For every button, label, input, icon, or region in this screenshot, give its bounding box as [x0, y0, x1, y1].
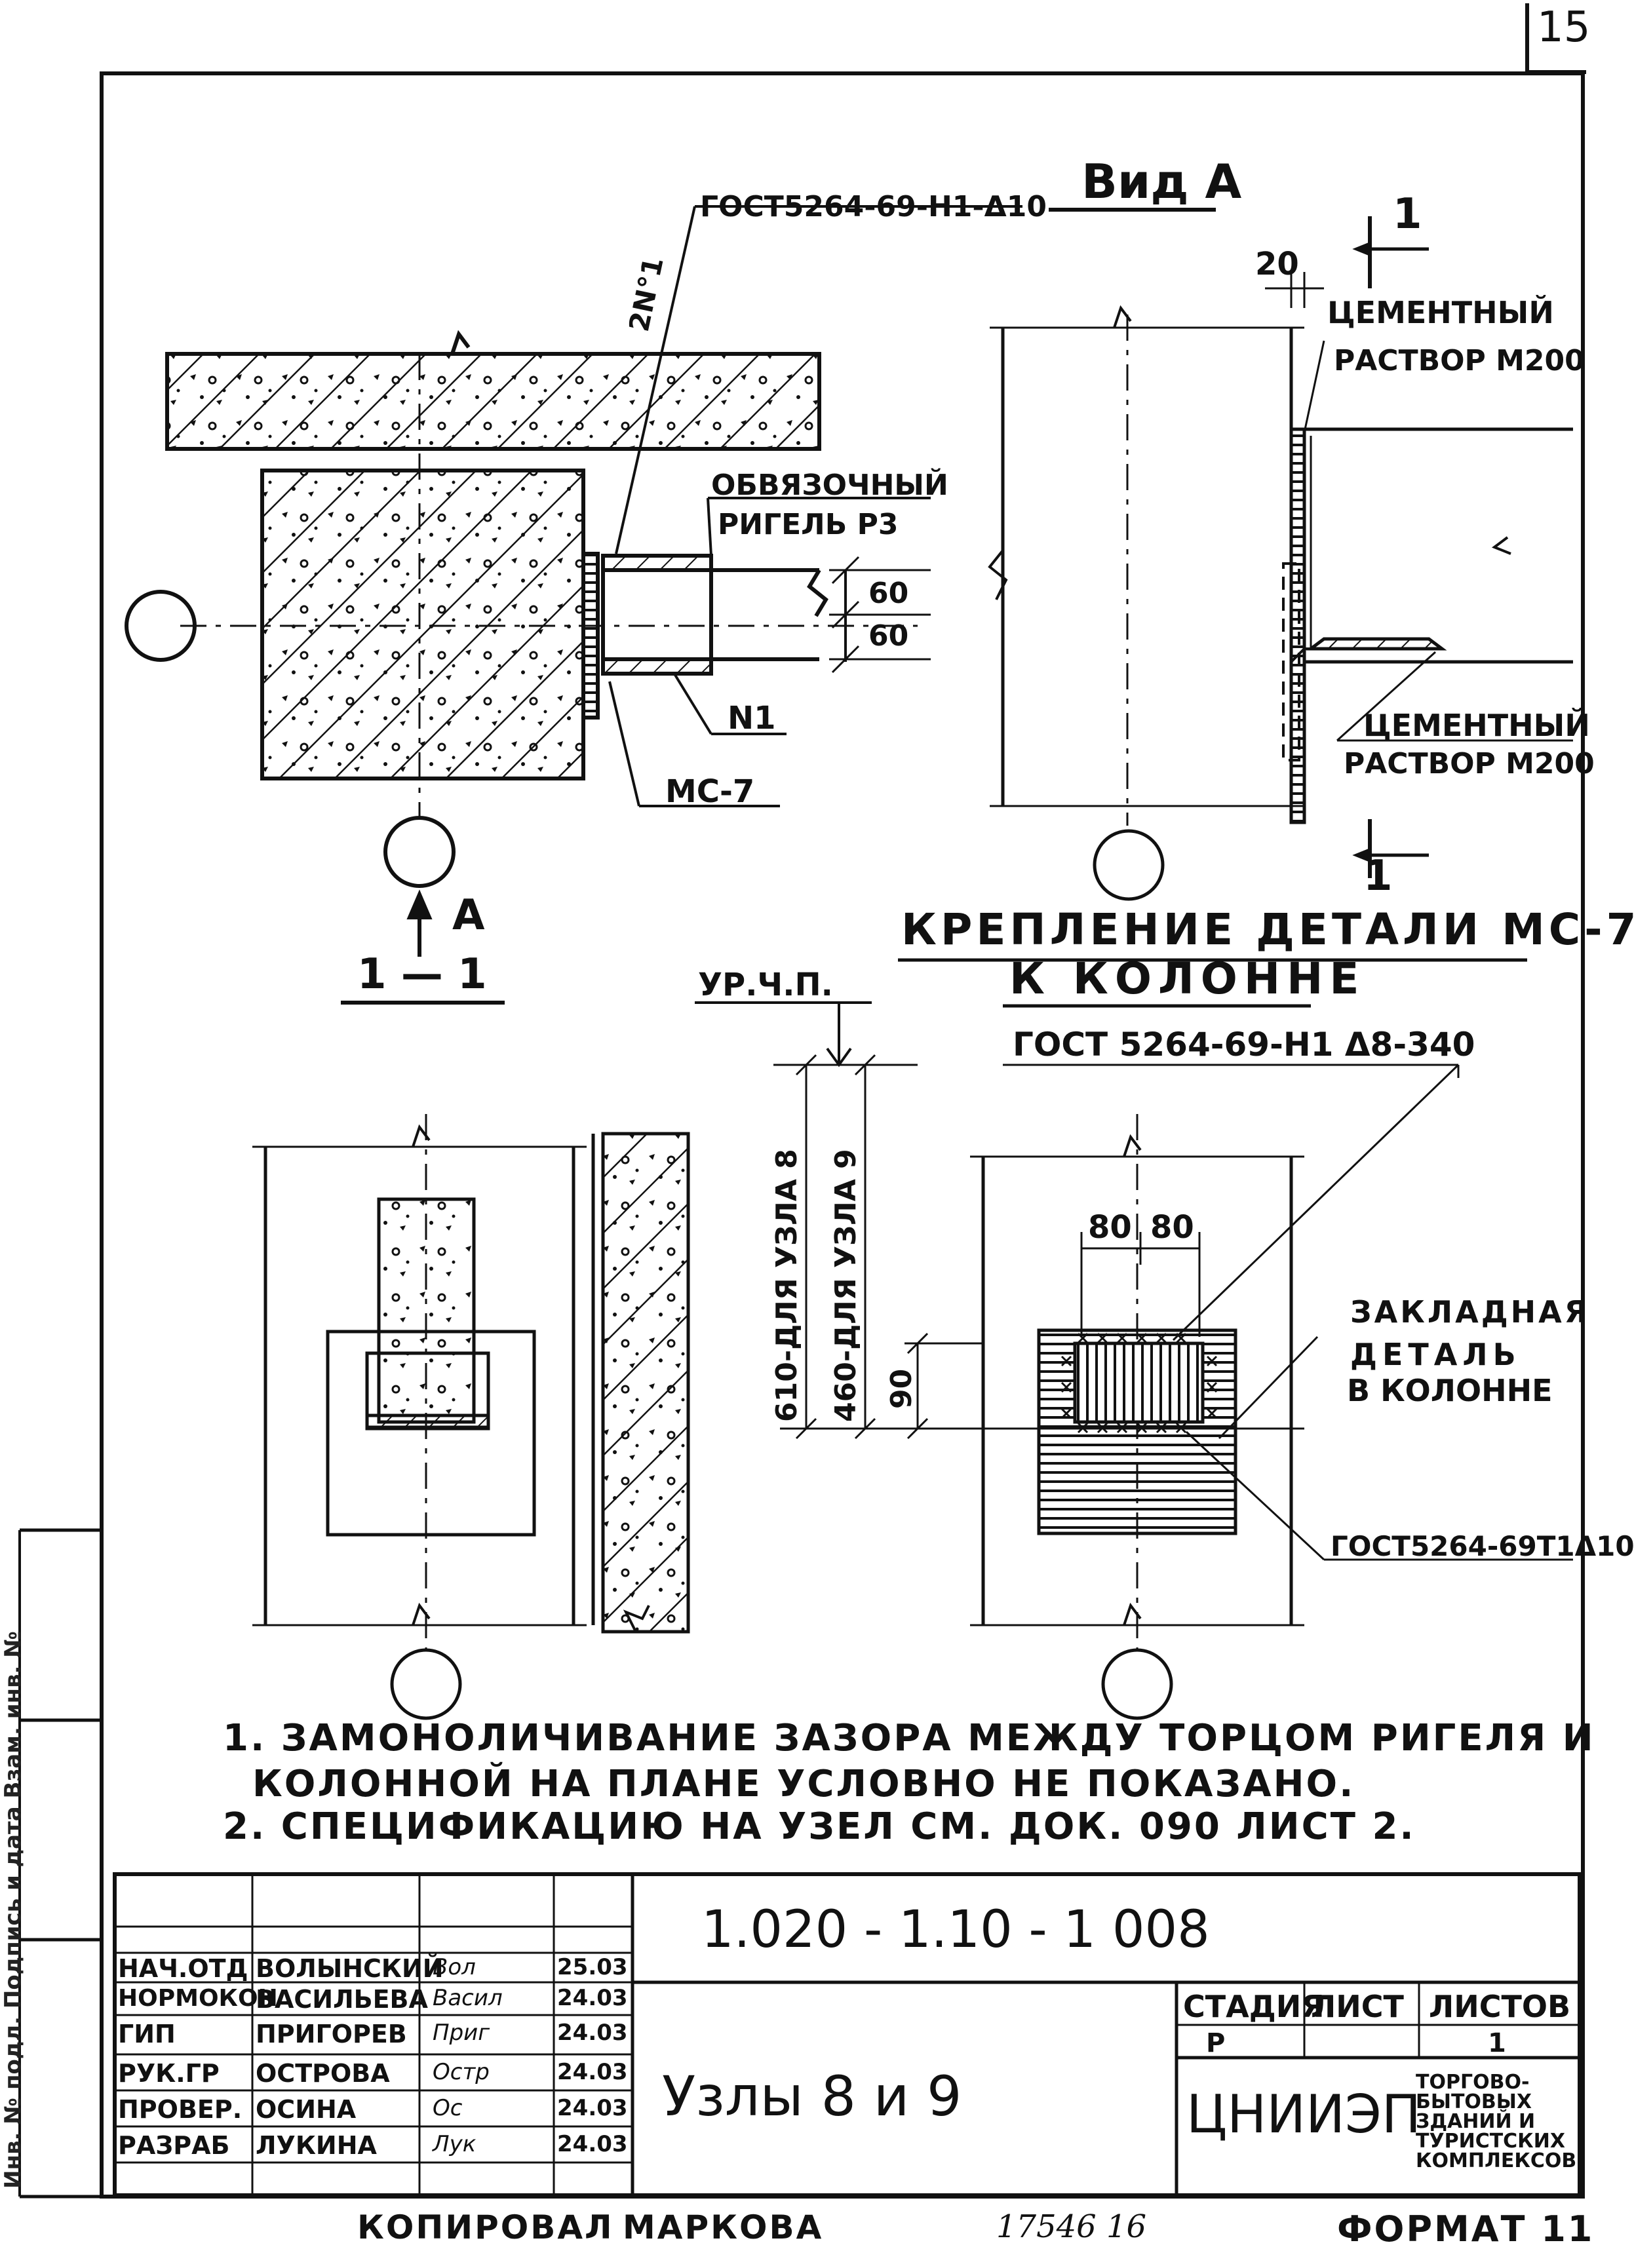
caption-line2: К КОЛОННЕ [1009, 953, 1366, 1004]
arrow-a-label: А [452, 891, 485, 940]
page-number: 15 [1537, 3, 1591, 52]
organization-sub-4: ТУРИСТСКИХ [1416, 2130, 1565, 2153]
dimension-20: 20 [1255, 246, 1299, 282]
signer-name: ПРИГОРЕВ [256, 2020, 407, 2048]
dimension-60-lower: 60 [868, 619, 909, 653]
section-mark-top: 1 [1393, 190, 1422, 239]
section-mark-bottom: 1 [1363, 852, 1393, 900]
signer-signature: Васил [433, 1985, 503, 2011]
cement-top-line2: РАСТВОР М200 [1334, 344, 1585, 377]
signer-signature: Приг [433, 2020, 490, 2046]
floor-level-label: УР.Ч.П. [698, 967, 833, 1003]
signer-signature: Вол [433, 1954, 476, 1980]
note-1: 1. ЗАМОНОЛИЧИВАНИЕ ЗАЗОРА МЕЖДУ ТОРЦОМ Р… [223, 1717, 1595, 1759]
signer-role: ГИП [118, 2020, 176, 2048]
signer-signature: Остр [433, 2059, 490, 2085]
signer-name: ЛУКИНА [256, 2131, 377, 2160]
note-2: 2. СПЕЦИФИКАЦИЮ НА УЗЕЛ СМ. ДОК. 090 ЛИС… [223, 1805, 1416, 1848]
organization-sub-2: БЫТОВЫХ [1416, 2090, 1532, 2113]
sheet-title: Узлы 8 и 9 [662, 2064, 962, 2128]
signer-name: ОСТРОВА [256, 2059, 390, 2088]
document-number: 1.020 - 1.10 - 1 008 [701, 1900, 1210, 1959]
embedded-label-line1: ЗАКЛАДНАЯ [1350, 1294, 1591, 1330]
stage-header: СТАДИЯ [1183, 1989, 1325, 2024]
format-label: ФОРМАТ 11 [1337, 2208, 1595, 2250]
dimension-80-left: 80 [1088, 1209, 1132, 1246]
signer-name: ОСИНА [256, 2095, 357, 2124]
sheets-value: 1 [1488, 2028, 1506, 2058]
organization-sub-3: ЗДАНИЙ И [1416, 2110, 1536, 2133]
signer-date: 25.03 [557, 1954, 628, 1980]
signer-role: ПРОВЕР. [118, 2095, 243, 2124]
elevation-node-9 [695, 1001, 1573, 1720]
footer-code: 17546 16 [996, 2208, 1147, 2245]
signer-role: РАЗРАБ [118, 2131, 230, 2160]
view-a-elevation [898, 208, 1573, 1008]
signer-role: РУК.ГР [118, 2059, 220, 2088]
beam-label-line1: ОБВЯЗОЧНЫЙ [711, 469, 948, 502]
embedded-label-line3: В КОЛОННЕ [1347, 1373, 1553, 1408]
section-1-1-plan [125, 205, 1022, 1005]
signer-date: 24.03 [557, 2020, 628, 2046]
dimension-90-label: 90 [885, 1368, 918, 1409]
dimension-610-label: 610-ДЛЯ УЗЛА 8 [770, 1149, 804, 1422]
signer-date: 24.03 [557, 2095, 628, 2121]
cement-top-line1: ЦЕМЕНТНЫЙ [1327, 295, 1554, 330]
elevation-node-8 [252, 1114, 690, 1720]
beam-label-line2: РИГЕЛЬ Р3 [718, 508, 899, 541]
mc7-label: МС-7 [665, 773, 755, 810]
signer-name: ВАСИЛЬЕВА [256, 1985, 428, 2014]
signer-signature: Ос [433, 2095, 463, 2121]
copied-name: МАРКОВА [623, 2208, 824, 2246]
note-1-cont: КОЛОННОЙ НА ПЛАНЕ УСЛОВНО НЕ ПОКАЗАНО. [252, 1763, 1355, 1805]
n1-label: N1 [728, 700, 776, 737]
dimension-60-upper: 60 [868, 577, 909, 610]
gost-mid-label: ГОСТ 5264-69-Н1 Δ8-340 [1013, 1026, 1475, 1064]
signer-name: ВОЛЫНСКИЙ [256, 1954, 444, 1983]
cement-bottom-line1: ЦЕМЕНТНЫЙ [1363, 708, 1590, 743]
signer-role: НОРМОКОН [118, 1985, 278, 2012]
signer-role: НАЧ.ОТД [118, 1954, 248, 1983]
gost-bottom-label: ГОСТ5264-69Т1Δ10 [1331, 1530, 1634, 1562]
stage-value: Р [1206, 2028, 1226, 2058]
organization-sub-5: КОМПЛЕКСОВ [1416, 2149, 1577, 2172]
side-strip-text: Инв. № подл. Подпись и дата Взам. инв. № [0, 1630, 26, 2189]
copied-label: КОПИРОВАЛ [357, 2208, 614, 2246]
view-a-title: Вид А [1081, 154, 1242, 209]
dimension-80-right: 80 [1150, 1209, 1194, 1246]
embedded-label-line2: ДЕТАЛЬ [1350, 1337, 1521, 1372]
signer-date: 24.03 [557, 2059, 628, 2085]
signer-signature: Лук [433, 2131, 477, 2157]
organization: ЦНИИЭП [1186, 2084, 1421, 2145]
sheet-header: ЛИСТ [1311, 1989, 1404, 2024]
section-1-1-label: 1 — 1 [357, 950, 487, 999]
signer-date: 24.03 [557, 2131, 628, 2157]
title-block-grid [113, 1872, 1582, 2197]
cement-bottom-line2: РАСТВОР М200 [1344, 747, 1595, 780]
dimension-460-label: 460-ДЛЯ УЗЛА 9 [829, 1149, 863, 1422]
sheets-header: ЛИСТОВ [1429, 1989, 1571, 2024]
gost-top-label: ГОСТ5264-69-Н1-Δ10 [700, 190, 1047, 223]
organization-sub-1: ТОРГОВО- [1416, 2071, 1530, 2094]
caption-line1: КРЕПЛЕНИЕ ДЕТАЛИ МС-7 [901, 904, 1634, 955]
signer-date: 24.03 [557, 1985, 628, 2011]
